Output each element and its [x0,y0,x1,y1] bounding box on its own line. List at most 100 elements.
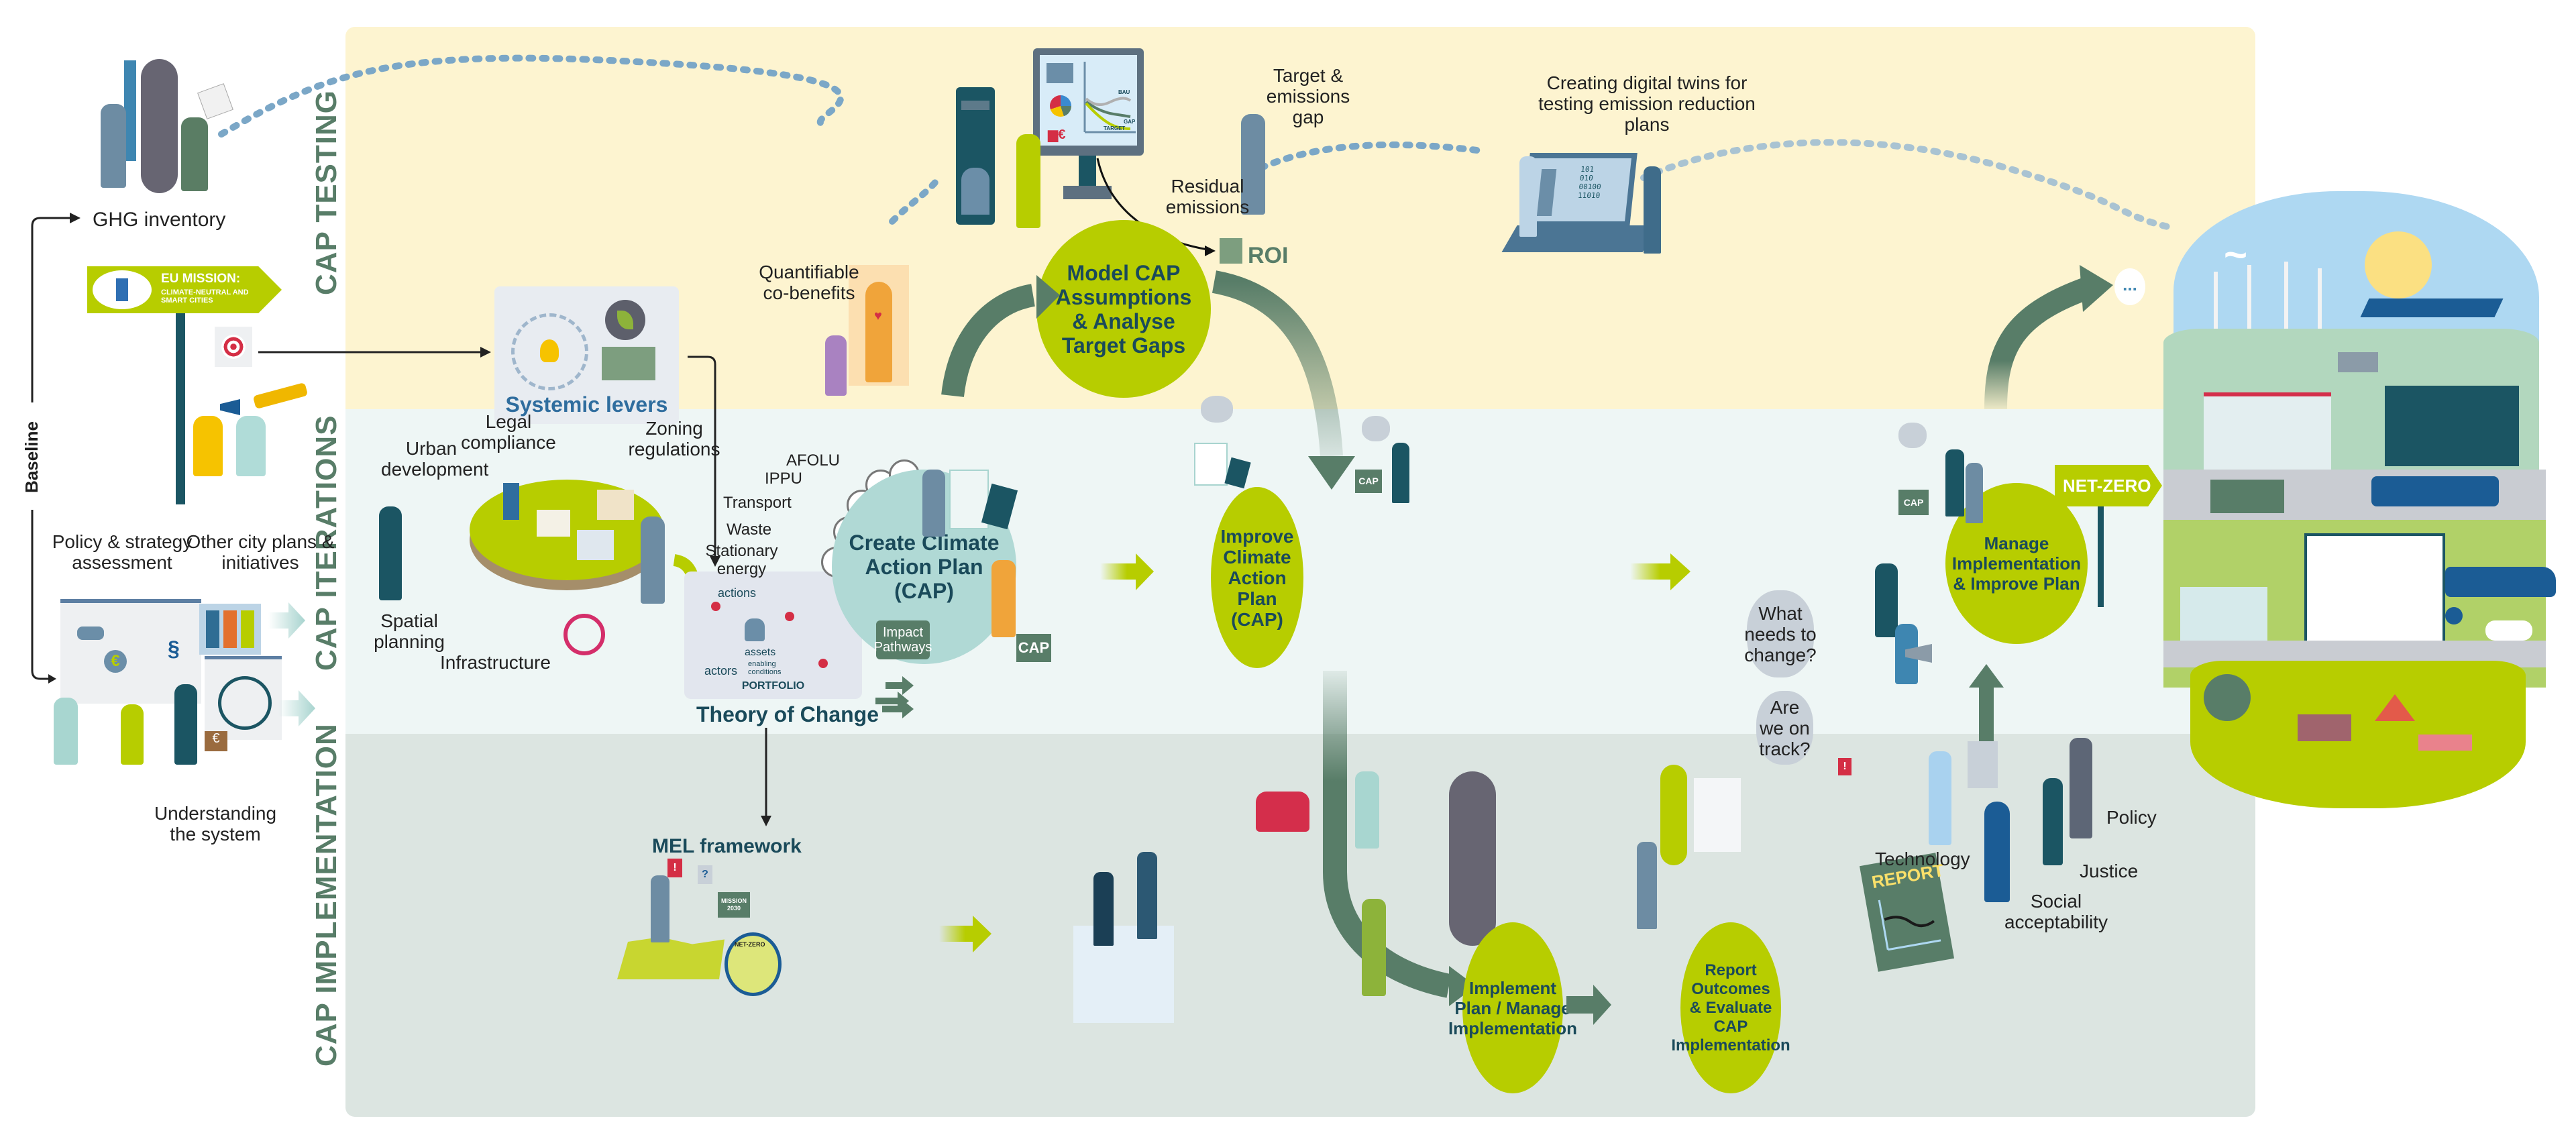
lever-infrastructure: Infrastructure [440,652,551,673]
eu-mission-title: EU MISSION: [161,272,241,286]
person-icon [379,506,402,600]
green-plume-icon [1660,765,1687,865]
eu-mission-subtitle: CLIMATE-NEUTRAL AND SMART CITIES [161,288,249,305]
target-gap-label: Target & emissions gap [1266,65,1350,127]
health-figure-icon [865,282,892,382]
policy-assessment-label: Policy & strategy assessment [52,531,193,573]
portfolio-scroll: actions assets enabling conditions actor… [684,572,862,699]
megaphone-person [1865,550,1939,684]
sun-icon [2365,231,2432,298]
step-improve-label: Improve Climate Action Plan (CAP) [1220,525,1294,630]
step-model-label: Model CAP Assumptions & Analyse Target G… [1055,260,1192,358]
step-improve-cap[interactable]: Improve Climate Action Plan (CAP) [1211,487,1303,668]
report-chart-icon [1878,900,1941,951]
net-zero-city-illustration: ~ [2163,191,2556,983]
person-icon [1637,842,1657,929]
clipboard-icon [1194,443,1228,486]
portfolio-actions: actions [718,586,757,600]
action-node-icon [785,612,794,621]
house-icon [537,510,570,537]
action-node-icon [711,602,720,611]
cap-box-small: CAP [1898,490,1929,515]
person-icon [991,560,1016,637]
improve-people-left [1181,396,1261,496]
person-icon [181,117,208,191]
euro-icon: € [104,650,127,673]
target-bubble [215,327,252,367]
wind-turbine-icon [2318,268,2322,332]
wind-turbine-icon [2247,265,2251,332]
heart-icon: ♥ [874,309,882,323]
house-icon [2180,587,2267,641]
net-zero-sign: NET-ZERO [2055,465,2162,506]
power-station-icon [2338,352,2378,372]
sector-waste: Waste [727,521,772,539]
flipchart-icon [1694,778,1741,852]
portfolio-assets: assets [745,647,776,658]
bau-label: BAU [1118,89,1130,95]
mission-to-levers-arrow [258,347,491,358]
blueprint-icon [1073,926,1174,1023]
pie-chart-icon [1050,95,1071,117]
target-label: TARGET [1104,125,1125,131]
gap-label: GAP [1124,119,1136,125]
report-book: REPORT [1859,853,1955,972]
person-icon [1355,771,1379,849]
step-report-label: Report Outcomes & Evaluate CAP Implement… [1671,961,1790,1054]
person-icon [1241,114,1265,215]
smoke-plume-icon [1449,771,1496,946]
person-icon [1945,449,1964,516]
cobenefits-label: Quantifiable co-benefits [759,262,859,303]
ghg-inventory-label: GHG inventory [93,209,226,231]
question-what-needs-change: What needs to change? [1744,590,1817,677]
wind-icon: ~ [2224,232,2248,277]
improve-people-right: CAP [1355,416,1429,503]
factor-social-acceptability: Social acceptability [2004,891,2108,932]
implement-to-report-arrow [1566,985,1611,1025]
table-icon [1046,63,1073,83]
wind-turbine-icon [2284,262,2288,332]
electric-bus-icon [2371,476,2499,506]
compass-label: NET-ZERO [735,941,765,948]
factor-policy: Policy [2106,807,2157,828]
step-model-cap-assumptions[interactable]: Model CAP Assumptions & Analyse Target G… [1036,220,1211,398]
electric-car-icon [2485,620,2532,641]
portfolio-actors: actors [704,664,738,677]
understanding-system-label: Understanding the system [154,803,277,845]
step-implement-plan[interactable]: Implement Plan / Manage Implementation [1448,922,1577,1093]
alert-icon: ! [1838,758,1851,775]
action-node-icon [818,659,828,668]
refresh-thought-icon [1898,423,1927,448]
money-bag-icon: € [205,731,227,751]
toc-to-mel-arrow [761,728,771,826]
mel-framework-title: MEL framework [652,835,802,857]
sector-transport: Transport [723,494,792,512]
cap-clipboard-people [919,456,1026,543]
cycle-icon [218,676,272,730]
target-icon [221,335,246,359]
step-report-outcomes[interactable]: Report Outcomes & Evaluate CAP Implement… [1671,922,1790,1093]
lever-urban-development: Urban development [381,438,489,480]
person-icon [1016,134,1040,228]
factor-justice: Justice [2080,861,2139,881]
baseline-to-iterations-arrows [268,602,315,726]
person-icon [641,516,665,604]
money-stack-icon [1220,238,1242,264]
person-icon [1966,463,1983,523]
wheelchair-icon [564,614,605,655]
binders-icon [199,604,261,655]
people-at-boards: € [47,684,255,785]
emissions-gap-chart: BAU GAP TARGET [1083,62,1136,133]
solar-panels-icon [2360,298,2504,317]
lever-legal-compliance: Legal compliance [461,411,556,453]
wind-turbine-icon [2214,272,2218,332]
gear-leaf-icon [605,300,645,340]
sector-ippu: IPPU [765,470,803,488]
apartment-block-icon [2385,386,2519,466]
car-icon [77,627,104,640]
warehouse-icon [2204,392,2331,470]
stakeholder-circle-icon [511,313,588,390]
process-flow-arrows-top [941,265,2113,490]
cobenefits-illustration: ♥ [822,262,922,396]
lever-spatial-planning: Spatial planning [374,610,445,652]
